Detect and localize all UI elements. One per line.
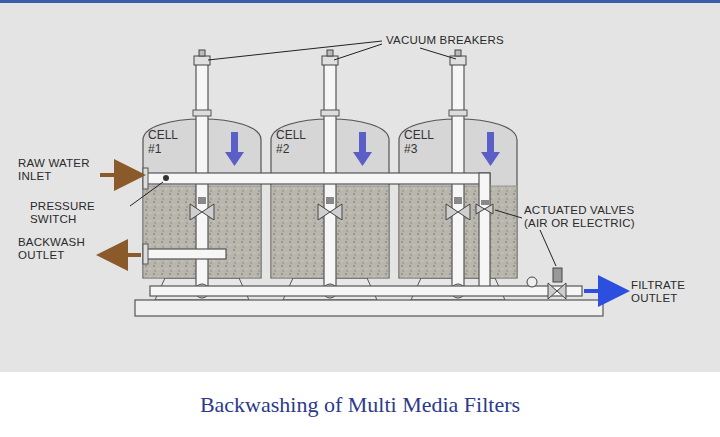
callout-label: FILTRATE OUTLET — [631, 279, 715, 305]
cell-label: CELL #2 — [276, 128, 320, 156]
cell-label: CELL #1 — [148, 128, 192, 156]
caption: Backwashing of Multi Media Filters — [0, 392, 720, 418]
callout-label: VACUUM BREAKERS — [386, 34, 546, 47]
callout-label: ACTUATED VALVES (AIR OR ELECTRIC) — [524, 204, 654, 230]
callout-label: PRESSURE SWITCH — [30, 200, 128, 226]
cell-label: CELL #3 — [404, 128, 448, 156]
cell-label-box: CELL #2 — [276, 128, 320, 156]
cell-label-box: CELL #3 — [404, 128, 448, 156]
callout-label: BACKWASH OUTLET — [18, 236, 98, 262]
cell-label-box: CELL #1 — [148, 128, 192, 156]
callout-label: RAW WATER INLET — [18, 157, 98, 183]
